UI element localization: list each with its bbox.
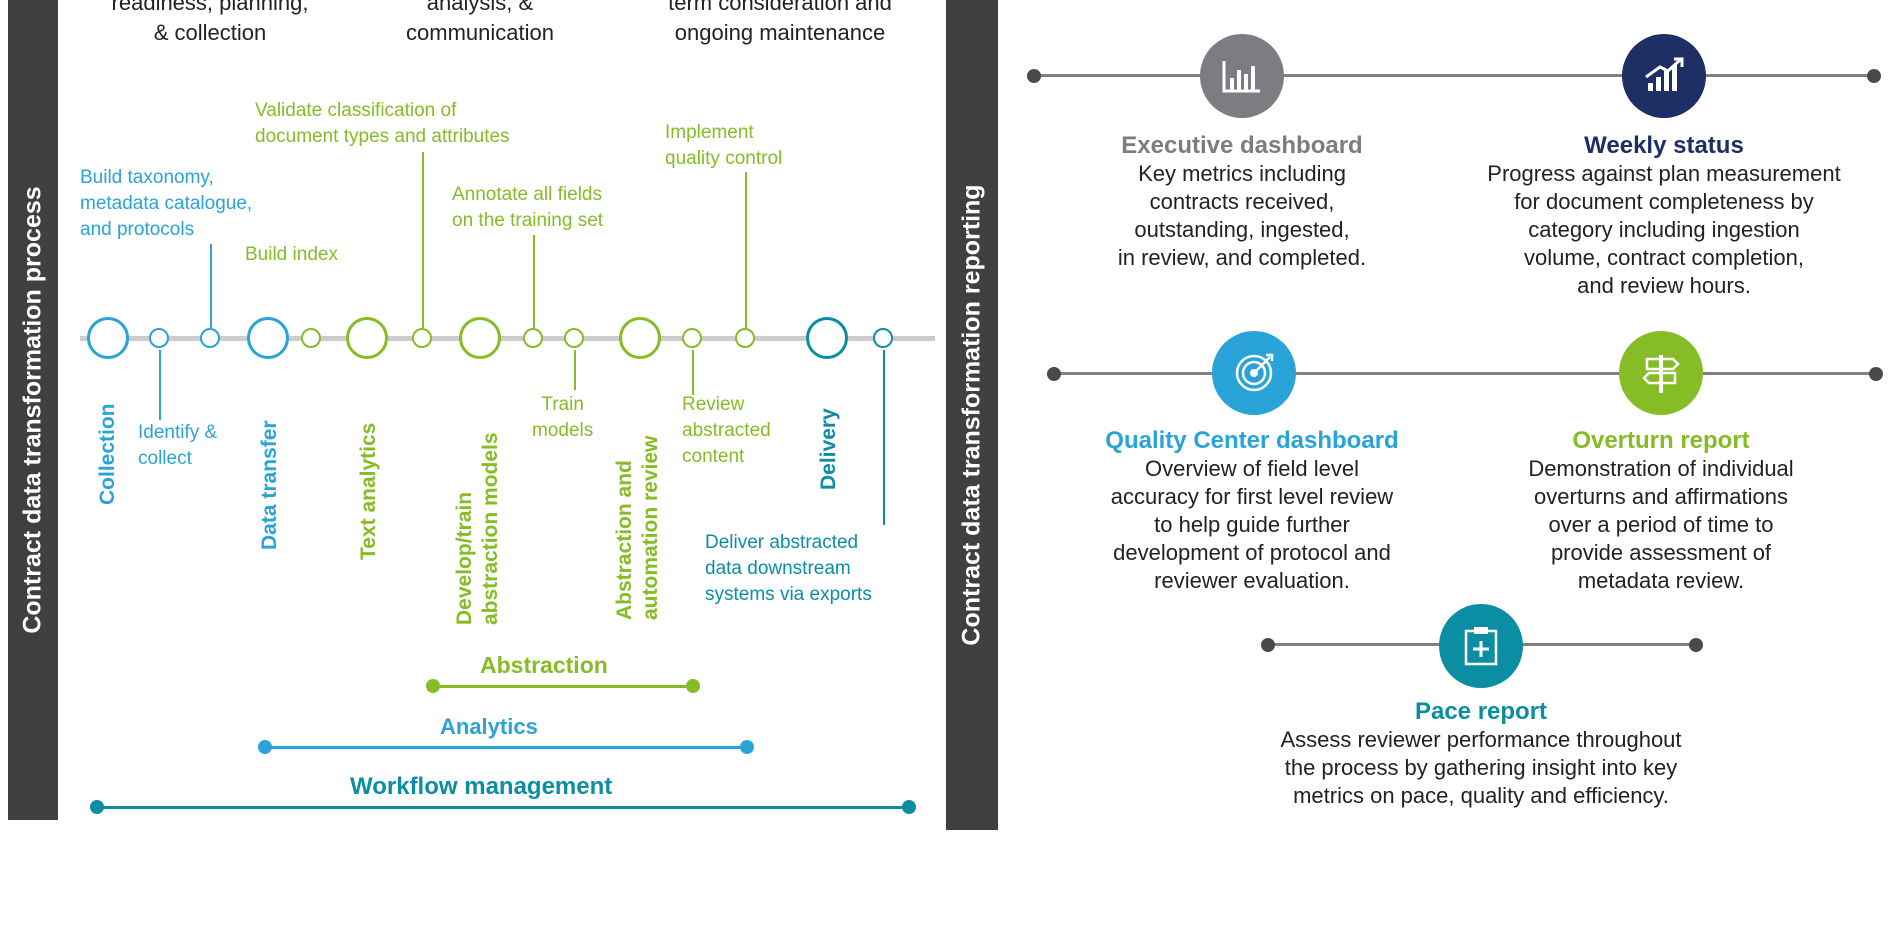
- row2-right-dot: [1869, 367, 1883, 381]
- executive-desc: Key metrics including contracts received…: [1117, 161, 1367, 270]
- connector-taxonomy: [210, 244, 212, 328]
- step-data-transfer: Data transfer: [258, 420, 281, 550]
- node-abstraction-review: [619, 317, 661, 359]
- row1-right-dot: [1867, 69, 1881, 83]
- phase-workflow-label: Workflow management: [350, 773, 613, 800]
- note-annotate: Annotate all fields on the training set: [452, 184, 604, 231]
- weekly-desc: Progress against plan measurement for do…: [1487, 161, 1841, 298]
- phase-analytics-end: [740, 740, 754, 754]
- phase-abstraction-end: [686, 679, 700, 693]
- reporting-sidebar-label: Contract data transformation reporting: [957, 184, 986, 646]
- phase-analytics-bar: [265, 746, 747, 749]
- header-col-2: analysis, & communication: [406, 0, 554, 45]
- connector-annotate: [533, 235, 535, 328]
- node-taxonomy: [200, 328, 220, 348]
- step-train: Train models: [532, 394, 594, 441]
- node-delivery: [806, 317, 848, 359]
- node-data-transfer: [247, 317, 289, 359]
- phase-workflow-end: [902, 800, 916, 814]
- connector-quality: [745, 172, 747, 328]
- note-index: Build index: [245, 244, 338, 265]
- note-validate: Validate classification of document type…: [255, 100, 510, 147]
- header-col-1: readiness, planning, & collection: [111, 0, 309, 45]
- growth-chart-icon: [1622, 34, 1706, 118]
- timeline-line: [80, 336, 935, 341]
- node-validate: [412, 328, 432, 348]
- connector-train: [574, 350, 576, 390]
- node-annotate: [523, 328, 543, 348]
- executive-title: Executive dashboard: [1121, 132, 1363, 159]
- clipboard-plus-icon: [1439, 604, 1523, 688]
- pace-title: Pace report: [1414, 698, 1548, 725]
- header-col-3: term consideration and ongoing maintenan…: [668, 0, 892, 45]
- process-sidebar: Contract data transformation process: [8, 0, 58, 820]
- step-abstraction-review: Abstraction and automation review: [613, 435, 662, 620]
- note-taxonomy: Build taxonomy, metadata catalogue, and …: [80, 167, 253, 240]
- row1-left-dot: [1027, 69, 1041, 83]
- node-train: [564, 328, 584, 348]
- phase-analytics-label: Analytics: [440, 714, 538, 739]
- bar-chart-icon: [1200, 34, 1284, 118]
- weekly-title: Weekly status: [1584, 132, 1744, 159]
- row3-right-dot: [1689, 638, 1703, 652]
- phase-workflow-start: [90, 800, 104, 814]
- step-develop: Develop/train abstraction models: [453, 432, 502, 625]
- node-review: [682, 328, 702, 348]
- process-sidebar-label: Contract data transformation process: [18, 186, 47, 634]
- connector-delivery: [883, 350, 885, 525]
- row1-line: [1034, 74, 1874, 77]
- phase-abstraction-bar: [433, 685, 693, 688]
- node-index: [301, 328, 321, 348]
- pace-desc: Assess reviewer performance throughout t…: [1280, 727, 1682, 808]
- node-develop: [459, 317, 501, 359]
- connector-identify: [159, 350, 161, 420]
- node-quality: [735, 328, 755, 348]
- note-quality: Implement quality control: [665, 122, 783, 169]
- phase-abstraction-label: Abstraction: [480, 652, 608, 678]
- node-deliver: [873, 328, 893, 348]
- step-collection: Collection: [96, 403, 119, 505]
- step-text-analytics: Text analytics: [357, 422, 380, 560]
- reporting-sidebar: Contract data transformation reporting: [946, 0, 998, 830]
- target-icon: [1212, 331, 1296, 415]
- connector-validate: [422, 152, 424, 328]
- row2-left-dot: [1047, 367, 1061, 381]
- connector-review: [692, 350, 694, 395]
- phase-analytics-start: [258, 740, 272, 754]
- quality-desc: Overview of field level accuracy for fir…: [1110, 456, 1394, 593]
- row2-line: [1054, 372, 1876, 375]
- note-deliver: Deliver abstracted data downstream syste…: [705, 532, 872, 605]
- overturn-desc: Demonstration of individual overturns an…: [1528, 456, 1794, 593]
- step-delivery: Delivery: [817, 408, 840, 490]
- step-review: Review abstracted content: [682, 394, 771, 467]
- step-identify: Identify & collect: [138, 422, 218, 469]
- phase-abstraction-start: [426, 679, 440, 693]
- quality-title: Quality Center dashboard: [1105, 427, 1399, 454]
- overturn-title: Overturn report: [1572, 427, 1750, 454]
- phase-workflow-bar: [97, 806, 909, 809]
- row3-left-dot: [1261, 638, 1275, 652]
- signpost-icon: [1619, 331, 1703, 415]
- node-identify: [149, 328, 169, 348]
- node-collection: [87, 317, 129, 359]
- node-text-analytics: [346, 317, 388, 359]
